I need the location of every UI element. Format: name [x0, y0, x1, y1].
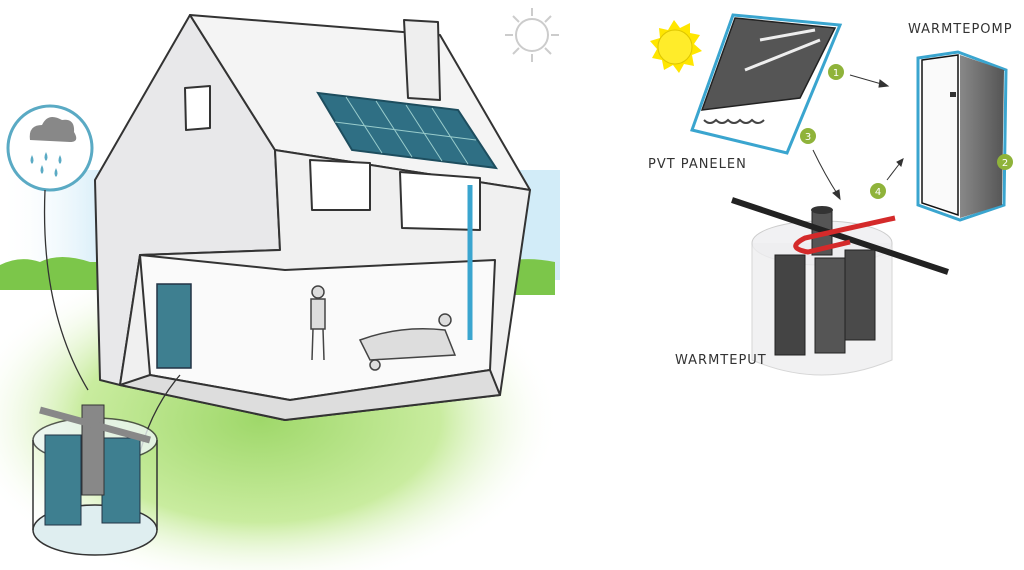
step-badge-2: 2: [997, 154, 1013, 170]
solar-panels: [316, 91, 499, 170]
heat-well-label: WARMTEPUT: [675, 353, 767, 368]
step-badge-1: 1: [828, 64, 844, 80]
step-badge-4: 4: [870, 183, 886, 199]
svg-text:4: 4: [875, 187, 881, 198]
svg-text:1: 1: [833, 68, 839, 79]
people: [310, 285, 457, 371]
step-badge-3: 3: [800, 128, 816, 144]
heat-pump-unit: [916, 50, 1008, 222]
sun-icon: [650, 20, 702, 73]
house-scene: [0, 8, 560, 570]
rain-cloud-icon: [6, 104, 94, 192]
indoor-heat-pump: [156, 283, 192, 369]
svg-text:2: 2: [1002, 158, 1008, 169]
pvt-panels-label: PVT PANELEN: [648, 157, 747, 172]
heat-pump-label: WARMTEPOMP: [908, 22, 1013, 37]
underground-tank: [32, 404, 158, 556]
hedge-left: [0, 257, 120, 290]
sun-outline-icon: [505, 8, 559, 62]
heat-well: [731, 197, 949, 376]
pvt-panel: [690, 13, 843, 155]
flow-arrows: [812, 74, 904, 201]
svg-text:3: 3: [805, 132, 811, 143]
rain-arrow: [43, 189, 89, 391]
